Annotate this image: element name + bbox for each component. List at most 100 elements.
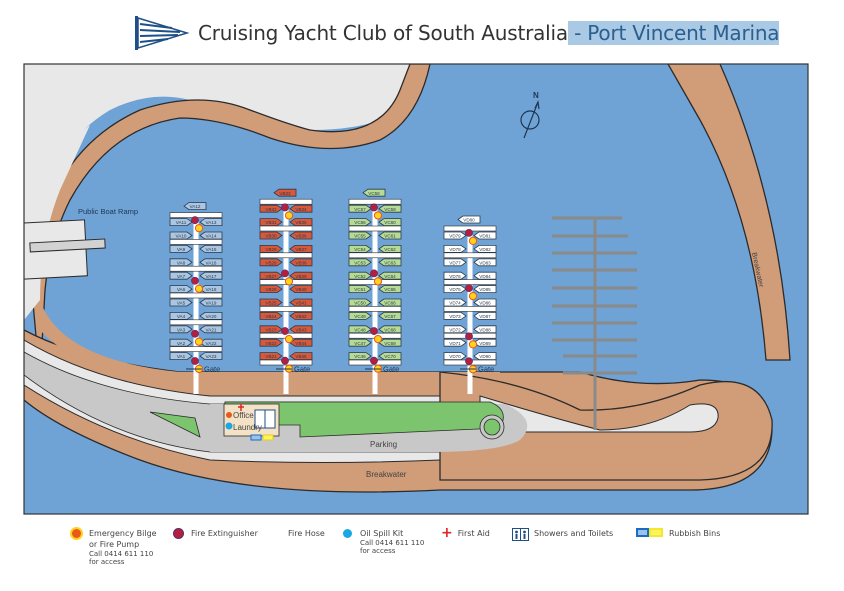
berth[interactable]: VA20 [199, 312, 223, 320]
berth[interactable]: VD70 [443, 352, 467, 360]
berth[interactable]: VC49 [348, 312, 372, 320]
berth[interactable]: VB30 [259, 231, 283, 240]
berth[interactable]: VD81 [473, 231, 497, 240]
berth[interactable]: VC67 [378, 312, 402, 320]
berth[interactable]: VD89 [473, 338, 497, 347]
berth[interactable]: VA19 [199, 298, 223, 307]
berth[interactable]: VD74 [443, 298, 467, 307]
berth[interactable]: VB38 [289, 258, 313, 267]
berth[interactable]: VC53 [348, 258, 372, 267]
berth[interactable]: VB31 [259, 218, 283, 226]
berth[interactable]: VC61 [378, 231, 402, 240]
berth[interactable]: VC70 [378, 352, 402, 360]
berth[interactable]: VD71 [443, 338, 467, 347]
berth[interactable]: VB22 [259, 338, 283, 347]
berth[interactable]: VA17 [199, 271, 223, 280]
berth[interactable]: VA7 [169, 271, 193, 280]
berth[interactable]: VA18 [199, 285, 223, 293]
berth[interactable]: VA6 [169, 285, 193, 293]
berth[interactable]: VC46 [348, 352, 372, 360]
berth[interactable]: VB39 [289, 271, 313, 280]
berth[interactable]: VA16 [199, 258, 223, 267]
berth[interactable]: VC54 [348, 245, 372, 253]
berth[interactable]: VB25 [259, 298, 283, 307]
berth[interactable]: VD73 [443, 312, 467, 320]
berth[interactable]: VB42 [289, 312, 313, 320]
berth[interactable]: VC64 [378, 271, 402, 280]
berth[interactable]: VC56 [348, 218, 372, 226]
berth[interactable]: VC65 [378, 285, 402, 293]
boat-ramp[interactable] [29, 238, 106, 253]
berth[interactable]: VA5 [169, 298, 193, 307]
gate[interactable] [188, 366, 202, 372]
berth[interactable]: VB29 [259, 245, 283, 253]
berth[interactable]: VC50 [348, 298, 372, 307]
berth[interactable]: VC55 [348, 231, 372, 240]
berth[interactable]: VC57 [348, 204, 372, 213]
berth[interactable]: VB40 [289, 285, 313, 293]
berth[interactable]: VD72 [443, 325, 467, 334]
berth[interactable]: VD84 [473, 271, 497, 280]
berth[interactable]: VD76 [443, 271, 467, 280]
berth[interactable]: VC51 [348, 285, 372, 293]
berth[interactable]: VD80 [457, 215, 481, 224]
gate[interactable] [367, 366, 381, 372]
berth[interactable]: VD85 [473, 285, 497, 293]
berth[interactable]: VD78 [443, 245, 467, 253]
berth[interactable]: VA15 [199, 245, 223, 253]
berth[interactable]: VC68 [378, 325, 402, 334]
berth[interactable]: VC58 [362, 188, 386, 197]
berth[interactable]: VB23 [259, 325, 283, 334]
berth[interactable]: VA1 [169, 352, 193, 360]
berth[interactable]: VB21 [259, 352, 283, 360]
berth[interactable]: VD86 [473, 298, 497, 307]
berth[interactable]: VB34 [289, 204, 313, 213]
berth[interactable]: VD82 [473, 245, 497, 253]
gate[interactable] [278, 366, 292, 372]
berth[interactable]: VB37 [289, 245, 313, 253]
berth[interactable]: VC47 [348, 338, 372, 347]
berth[interactable]: VB28 [259, 258, 283, 267]
berth[interactable]: VA10 [169, 231, 193, 240]
berth[interactable]: VA14 [199, 231, 223, 240]
berth[interactable]: VA21 [199, 325, 223, 334]
berth[interactable]: VA12 [183, 202, 207, 210]
berth[interactable]: VB27 [259, 271, 283, 280]
berth[interactable]: VB41 [289, 298, 313, 307]
berth[interactable]: VB24 [259, 312, 283, 320]
berth[interactable]: VA3 [169, 325, 193, 334]
berth[interactable]: VC69 [378, 338, 402, 347]
berth-label: VC56 [354, 220, 366, 225]
berth[interactable]: VD90 [473, 352, 497, 360]
berth[interactable]: VA2 [169, 338, 193, 347]
berth[interactable]: VB35 [289, 218, 313, 226]
berth[interactable]: VD75 [443, 285, 467, 293]
berth[interactable]: VC63 [378, 258, 402, 267]
berth[interactable]: VB32 [259, 204, 283, 213]
berth[interactable]: VB44 [289, 338, 313, 347]
berth[interactable]: VA4 [169, 312, 193, 320]
berth[interactable]: VA13 [199, 218, 223, 226]
berth[interactable]: VC59 [378, 204, 402, 213]
berth[interactable]: VC66 [378, 298, 402, 307]
berth[interactable]: VD88 [473, 325, 497, 334]
berth[interactable]: VB43 [289, 325, 313, 334]
berth[interactable]: VA8 [169, 258, 193, 267]
gate[interactable] [462, 366, 476, 372]
berth[interactable]: VB45 [289, 352, 313, 360]
berth[interactable]: VA9 [169, 245, 193, 253]
berth[interactable]: VD79 [443, 231, 467, 240]
berth[interactable]: VA23 [199, 352, 223, 360]
berth[interactable]: VB26 [259, 285, 283, 293]
berth[interactable]: VD77 [443, 258, 467, 267]
berth[interactable]: VB33 [273, 188, 297, 197]
berth[interactable]: VC48 [348, 325, 372, 334]
berth[interactable]: VD87 [473, 312, 497, 320]
berth[interactable]: VC62 [378, 245, 402, 253]
berth[interactable]: VC52 [348, 271, 372, 280]
berth[interactable]: VC60 [378, 218, 402, 226]
berth[interactable]: VA22 [199, 338, 223, 347]
berth[interactable]: VD83 [473, 258, 497, 267]
berth[interactable]: VB36 [289, 231, 313, 240]
berth[interactable]: VA11 [169, 218, 193, 226]
